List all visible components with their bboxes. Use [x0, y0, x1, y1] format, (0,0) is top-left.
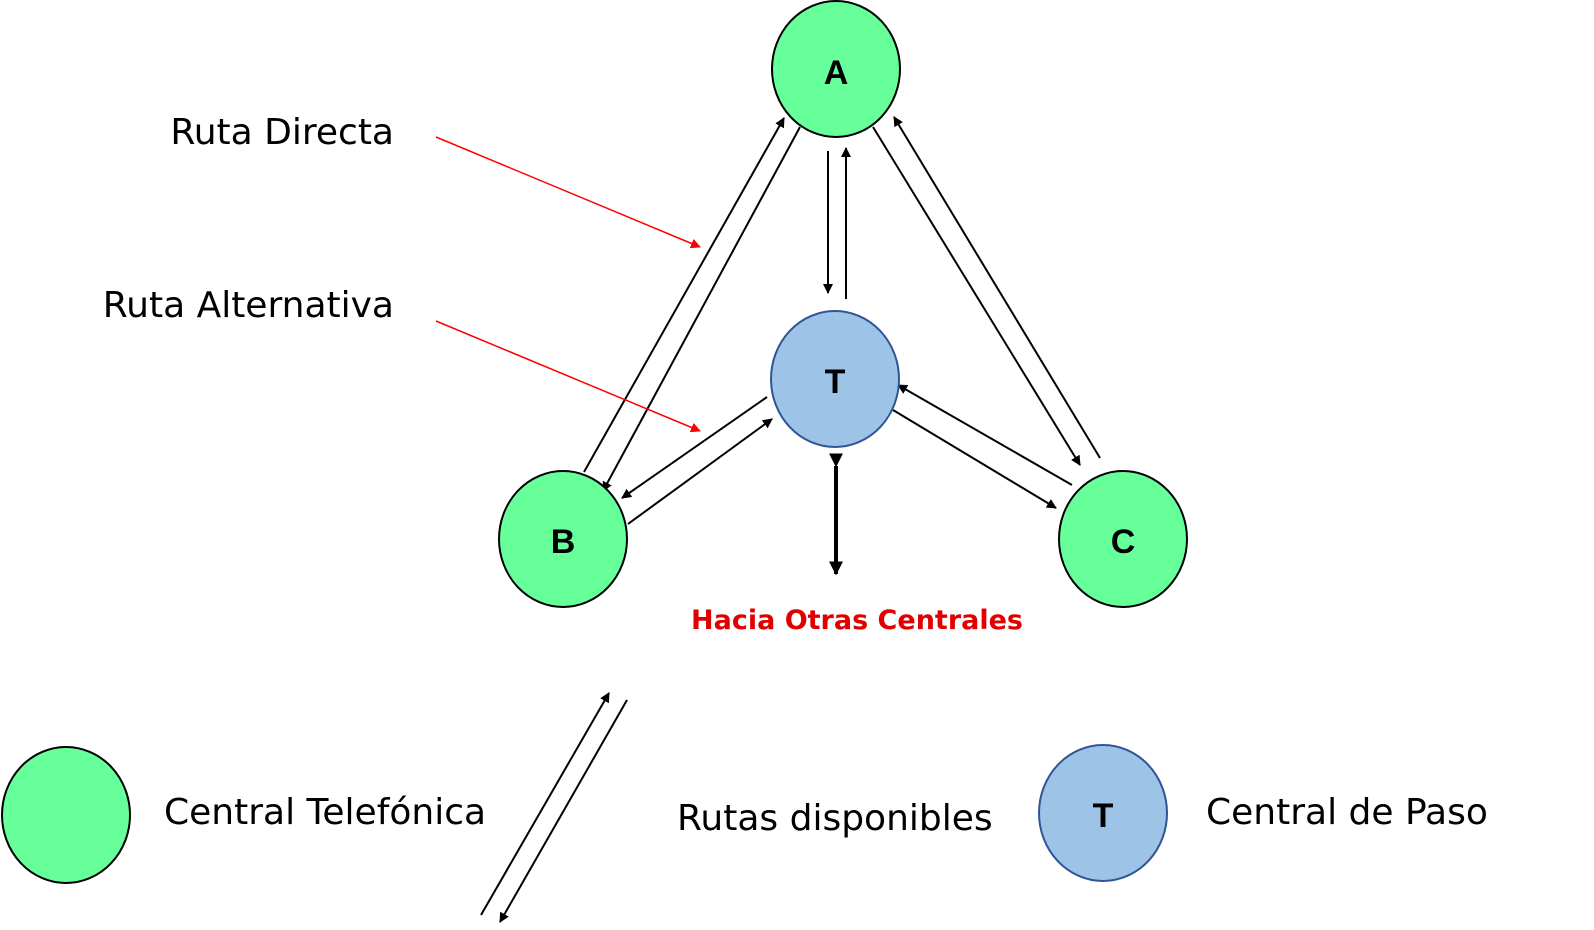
node-c: C [1058, 470, 1188, 608]
legend-central-telefonica-label: Central Telefónica [164, 792, 486, 833]
node-a-label: A [824, 54, 849, 92]
route-b-to-t [627, 418, 773, 525]
legend-paso-symbol-label: T [1093, 797, 1114, 835]
node-b: B [498, 470, 628, 608]
node-t-label: T [825, 363, 846, 401]
route-a-to-c [872, 126, 1081, 466]
legend-central-symbol [1, 746, 131, 884]
legend: Central Telefónica Rutas disponibles T C… [1, 692, 1488, 923]
route-t-to-b [621, 396, 768, 499]
hacia-otras-centrales-label: Hacia Otras Centrales [691, 605, 1023, 636]
route-c-to-t [897, 384, 1073, 486]
legend-central-de-paso-label: Central de Paso [1206, 792, 1488, 833]
pointer-ruta-alternativa [435, 320, 701, 433]
node-b-label: B [551, 523, 576, 561]
node-a: A [771, 0, 901, 138]
legend-paso-symbol [1038, 744, 1168, 882]
route-t-to-c [892, 409, 1057, 509]
route-b-to-a [583, 117, 785, 473]
legend-route-down [499, 699, 628, 923]
node-c-label: C [1111, 523, 1136, 561]
legend-route-up [480, 692, 610, 916]
pointer-ruta-directa [435, 136, 701, 249]
ruta-directa-label: Ruta Directa [170, 112, 394, 153]
legend-rutas-disponibles-label: Rutas disponibles [677, 798, 993, 839]
route-a-to-b [602, 126, 801, 492]
node-t: T [770, 310, 900, 448]
route-c-to-a [893, 116, 1101, 459]
ruta-alternativa-label: Ruta Alternativa [103, 285, 394, 326]
